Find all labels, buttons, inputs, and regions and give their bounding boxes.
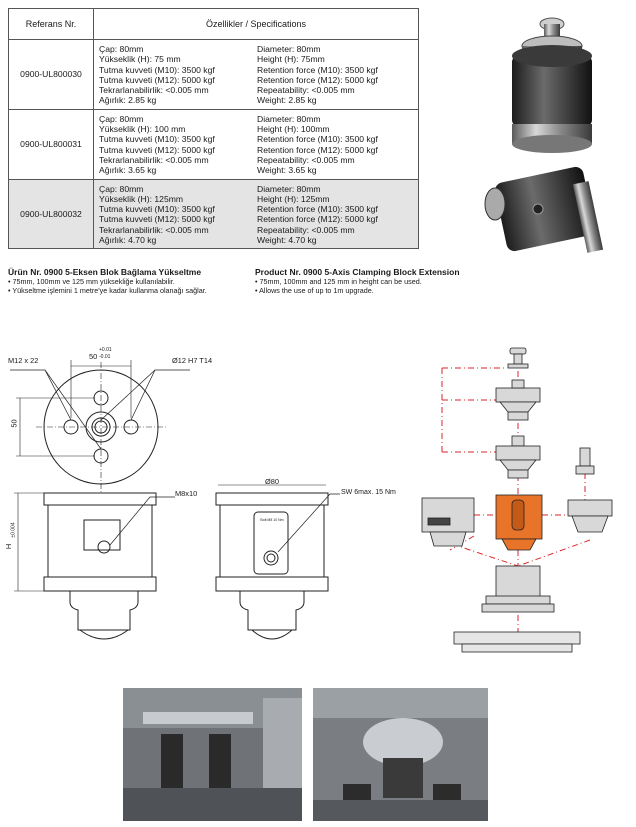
note-title-tr: Ürün Nr. 0900 5-Eksen Blok Bağlama Yükse…: [8, 267, 202, 277]
spec-tr: Tutma kuvveti (M12): 5000 kgf: [99, 74, 215, 85]
spec-en: Diameter: 80mm: [257, 113, 321, 124]
spec-en: Retention force (M10): 3500 kgf: [257, 204, 378, 215]
application-photo-1: [123, 688, 302, 821]
front-view: [14, 492, 175, 640]
label-bore: Ø12 H7 T14: [172, 356, 213, 365]
spec-table: Referans Nr. Özellikler / Specifications…: [8, 8, 419, 250]
spec-en: Retention force (M12): 5000 kgf: [257, 144, 378, 155]
spec-cell: Çap: 80mm Yükseklik (H): 75 mm Tutma kuv…: [93, 39, 419, 110]
table-row: 0900-UL800031 Çap: 80mm Yükseklik (H): 1…: [8, 108, 419, 180]
spec-tr: Tutma kuvveti (M12): 5000 kgf: [99, 144, 215, 155]
application-photo-2: [313, 688, 488, 821]
product-photos: [484, 17, 604, 253]
label-h: H: [4, 543, 14, 550]
spec-tr: Tutma kuvveti (M12): 5000 kgf: [99, 214, 215, 225]
spec-en: Repeatability: <0.005 mm: [257, 154, 355, 165]
label-tol-plus: +0.01: [99, 347, 112, 353]
note-line: • Allows the use of up to 1m upgrade.: [255, 286, 374, 295]
label-tol-minus: -0.01: [99, 354, 111, 360]
label-h-tol: ±0.004: [10, 522, 17, 538]
stud-1: [507, 347, 529, 369]
spec-tr: Tutma kuvveti (M10): 3500 kgf: [99, 134, 215, 145]
note-line: • 75mm, 100mm ve 125 mm yüksekliğe kulla…: [8, 277, 175, 286]
note-line: • 75mm, 100mm and 125 mm in height can b…: [255, 277, 422, 286]
label-m12: M12 x 22: [8, 356, 39, 365]
module-2: [495, 435, 541, 479]
spec-en: Height (H): 75mm: [257, 54, 325, 65]
notes-en: Product Nr. 0900 5-Axis Clamping Block E…: [255, 267, 495, 295]
spec-en: Retention force (M12): 5000 kgf: [257, 214, 378, 225]
ref-cell: 0900-UL800031: [8, 108, 94, 180]
spec-tr: Çap: 80mm: [99, 44, 144, 54]
spec-tr: Tekrarlanabilirlik: <0.005 mm: [99, 154, 209, 165]
spec-tr: Çap: 80mm: [99, 183, 144, 194]
spec-en: Retention force (M10): 3500 kgf: [257, 134, 378, 145]
product-photo-bottom: [484, 166, 604, 253]
spec-en: Diameter: 80mm: [257, 44, 321, 54]
notes-tr: Ürün Nr. 0900 5-Eksen Blok Bağlama Yükse…: [8, 267, 258, 295]
spec-tr: Yükseklik (H): 75 mm: [99, 54, 181, 65]
spec-tr: Yükseklik (H): 125mm: [99, 193, 184, 204]
table-row-highlighted: 0900-UL800032 Çap: 80mm Yükseklik (H): 1…: [8, 178, 419, 250]
spec-tr: Tekrarlanabilirlik: <0.005 mm: [99, 85, 209, 96]
exploded-assembly: [421, 347, 613, 653]
label-dim50-vertical: 50: [9, 419, 19, 428]
spec-en: Weight: 4.70 kg: [257, 235, 317, 246]
header-spec: Özellikler / Specifications: [93, 8, 419, 40]
spec-tr: Çap: 80mm: [99, 113, 144, 124]
top-view: [10, 360, 190, 492]
spec-en: Diameter: 80mm: [257, 183, 321, 194]
label-dia80: Ø80: [265, 477, 279, 486]
table-header-row: Referans Nr. Özellikler / Specifications: [8, 8, 419, 40]
spec-tr: Ağırlık: 2.85 kg: [99, 95, 157, 106]
spec-en: Height (H): 125mm: [257, 193, 330, 204]
extension-block-center: [495, 494, 543, 551]
spec-en: Retention force (M12): 5000 kgf: [257, 74, 378, 85]
note-title-en: Product Nr. 0900 5-Axis Clamping Block E…: [255, 267, 460, 277]
extension-block-right: [567, 447, 613, 533]
table-row: 0900-UL800030 Çap: 80mm Yükseklik (H): 7…: [8, 39, 419, 110]
base-plate: [453, 631, 581, 653]
spec-en: Weight: 2.85 kg: [257, 95, 317, 106]
spec-tr: Ağırlık: 4.70 kg: [99, 235, 157, 246]
header-ref: Referans Nr.: [8, 8, 94, 40]
ref-cell: 0900-UL800032: [8, 178, 94, 250]
spec-tr: Tutma kuvveti (M10): 3500 kgf: [99, 64, 215, 75]
spec-en: Height (H): 100mm: [257, 124, 330, 135]
label-dim50: 50: [89, 352, 98, 361]
side-view: [215, 484, 340, 640]
label-m8: M8x10: [175, 489, 198, 498]
spec-cell: Çap: 80mm Yükseklik (H): 125mm Tutma kuv…: [93, 178, 419, 250]
spec-tr: Yükseklik (H): 100 mm: [99, 124, 186, 135]
note-line: • Yükseltme işlemini 1 metre'ye kadar ku…: [8, 286, 207, 295]
ref-cell: 0900-UL800030: [8, 39, 94, 110]
spec-tr: Tekrarlanabilirlik: <0.005 mm: [99, 224, 209, 235]
spec-en: Retention force (M10): 3500 kgf: [257, 64, 378, 75]
label-tiny: Bolt M8 10 Nm: [260, 518, 284, 522]
spec-tr: Tutma kuvveti (M10): 3500 kgf: [99, 204, 215, 215]
product-photo-top: [512, 17, 592, 153]
spec-en: Weight: 3.65 kg: [257, 165, 317, 176]
base-unit: [481, 565, 555, 613]
spec-tr: Ağırlık: 3.65 kg: [99, 165, 157, 176]
module-1: [495, 379, 541, 421]
extension-block-left: [421, 497, 475, 547]
label-sw: SW 6max. 15 Nm: [341, 489, 396, 496]
spec-en: Repeatability: <0.005 mm: [257, 224, 355, 235]
spec-en: Repeatability: <0.005 mm: [257, 85, 355, 96]
technical-drawing: [10, 360, 340, 640]
spec-cell: Çap: 80mm Yükseklik (H): 100 mm Tutma ku…: [93, 108, 419, 180]
